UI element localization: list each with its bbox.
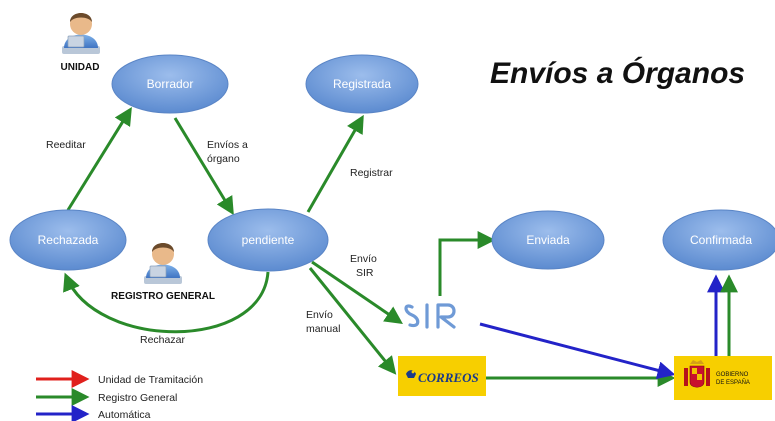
label-envios-a-organo-2: órgano [207,153,240,165]
edge-envios-a-organo [173,117,234,216]
node-borrador: Borrador [111,54,229,114]
node-enviada-label: Enviada [526,233,570,247]
node-borrador-label: Borrador [147,77,194,91]
label-envio-sir-1: Envío [350,253,377,265]
coat-of-arms-icon [684,360,710,388]
node-rechazada-label: Rechazada [38,233,99,247]
label-envio-sir-2: SIR [356,267,374,279]
node-confirmada: Confirmada [662,209,775,271]
node-enviada: Enviada [491,210,605,270]
edge-reeditar [66,106,132,211]
role-unidad: UNIDAD [61,62,100,73]
correos-logo-text: CORREOS [418,370,479,385]
node-rechazada: Rechazada [9,209,127,271]
label-registrar: Registrar [350,167,393,179]
diagram-title: Envíos a Órganos [490,56,745,90]
node-registrada: Registrada [305,54,419,114]
edge-envio-sir [311,260,403,325]
node-registrada-label: Registrada [333,77,391,91]
node-pendiente-label: pendiente [242,233,295,247]
edge-sir-enviada [438,231,496,296]
edge-sir-gobierno [479,322,676,380]
legend: Unidad de Tramitación Registro General A… [36,370,203,421]
correos-logo: CORREOS [398,356,486,396]
legend-label-automatica: Automática [98,409,151,421]
edge-rechazar [63,271,270,334]
label-rechazar: Rechazar [140,334,185,346]
person-registro-general-icon [144,243,182,284]
person-unidad-icon [62,13,100,54]
label-envios-a-organo-1: Envíos a [207,139,248,151]
label-reeditar: Reeditar [46,139,86,151]
label-envio-manual-1: Envío [306,309,333,321]
sir-logo-text: SIR [429,331,431,333]
gobierno-text-2: DE ESPAÑA [716,379,750,386]
node-pendiente: pendiente [207,208,329,272]
edge-registrar [306,114,364,213]
legend-label-registro: Registro General [98,392,177,404]
role-registro-general: REGISTRO GENERAL [111,291,215,302]
gobierno-espana-logo: GOBIERNO DE ESPAÑA [674,356,772,400]
node-confirmada-label: Confirmada [690,233,752,247]
edges [63,106,738,387]
label-envio-manual-2: manual [306,323,340,335]
legend-label-unidad: Unidad de Tramitación [98,374,203,386]
edge-envio-manual [308,267,397,375]
gobierno-text-1: GOBIERNO [716,372,749,378]
sir-logo: SIR [404,303,456,333]
